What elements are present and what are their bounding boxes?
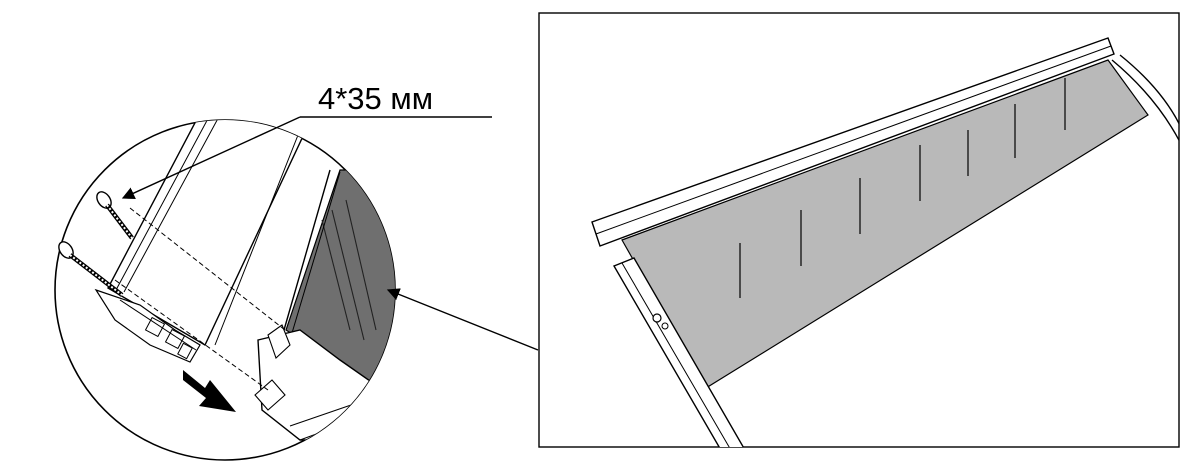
detail-circle [54,119,396,461]
arrow-icon [386,288,539,351]
clip-mechanism [94,288,201,363]
left-side-guide [612,257,745,447]
screw-size-callout: 4*35 мм [121,81,492,200]
bold-arrow-down-right-icon [183,370,236,412]
screw-icon [58,241,124,297]
mounting-profile [107,120,322,346]
screw-icon [96,191,134,240]
overview-panel [538,12,1180,448]
screw-size-label: 4*35 мм [318,81,433,116]
top-rail [591,37,1115,247]
right-side-guide [1111,54,1179,142]
